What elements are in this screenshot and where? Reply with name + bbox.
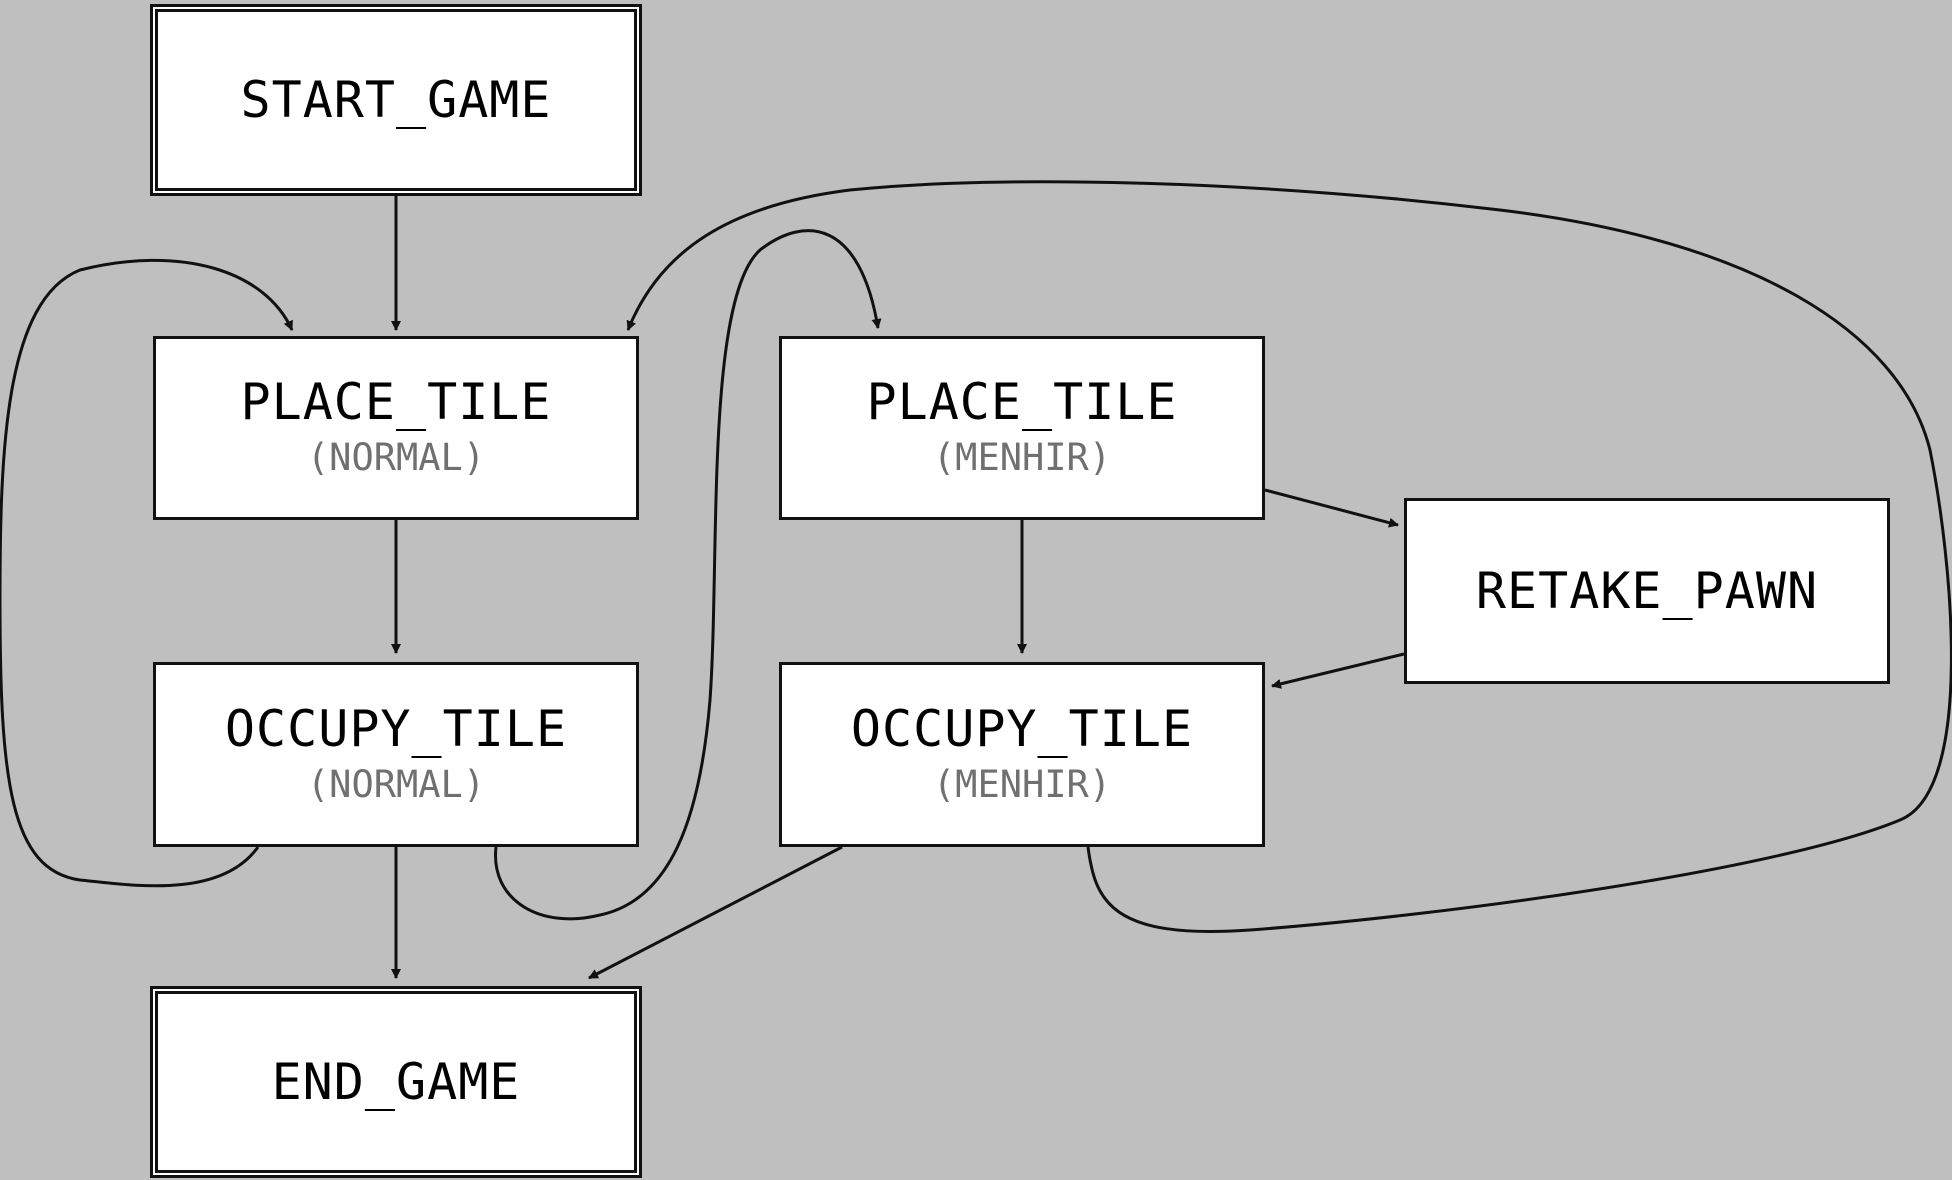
edge-occupy-normal-to-place-menhir <box>494 229 882 921</box>
node-occupy-tile-menhir: OCCUPY_TILE (MENHIR) <box>779 662 1265 847</box>
node-start-game: START_GAME <box>150 4 642 196</box>
node-title: OCCUPY_TILE <box>850 699 1194 758</box>
edge-occupy-menhir-to-end <box>588 845 843 980</box>
node-subtitle: (NORMAL) <box>306 436 486 480</box>
node-end-game: END_GAME <box>150 986 642 1178</box>
node-title: RETAKE_PAWN <box>1475 561 1819 620</box>
node-place-tile-normal: PLACE_TILE (NORMAL) <box>153 336 639 520</box>
node-title: PLACE_TILE <box>240 373 552 432</box>
edge-occupy-menhir-loop-to-place-normal <box>626 180 1952 933</box>
node-subtitle: (MENHIR) <box>932 436 1112 480</box>
node-subtitle: (MENHIR) <box>932 762 1112 806</box>
node-place-tile-menhir: PLACE_TILE (MENHIR) <box>779 336 1265 520</box>
node-title: END_GAME <box>271 1052 521 1111</box>
node-title: PLACE_TILE <box>866 373 1178 432</box>
node-occupy-tile-normal: OCCUPY_TILE (NORMAL) <box>153 662 639 847</box>
edge-occupy-normal-loop-to-place-normal <box>0 258 294 888</box>
node-title: START_GAME <box>240 70 552 129</box>
node-subtitle: (NORMAL) <box>306 762 486 806</box>
node-retake-pawn: RETAKE_PAWN <box>1404 498 1890 684</box>
edge-place-menhir-to-retake-pawn <box>1264 488 1399 528</box>
node-title: OCCUPY_TILE <box>224 699 568 758</box>
edge-retake-pawn-to-occupy-menhir <box>1271 652 1405 689</box>
